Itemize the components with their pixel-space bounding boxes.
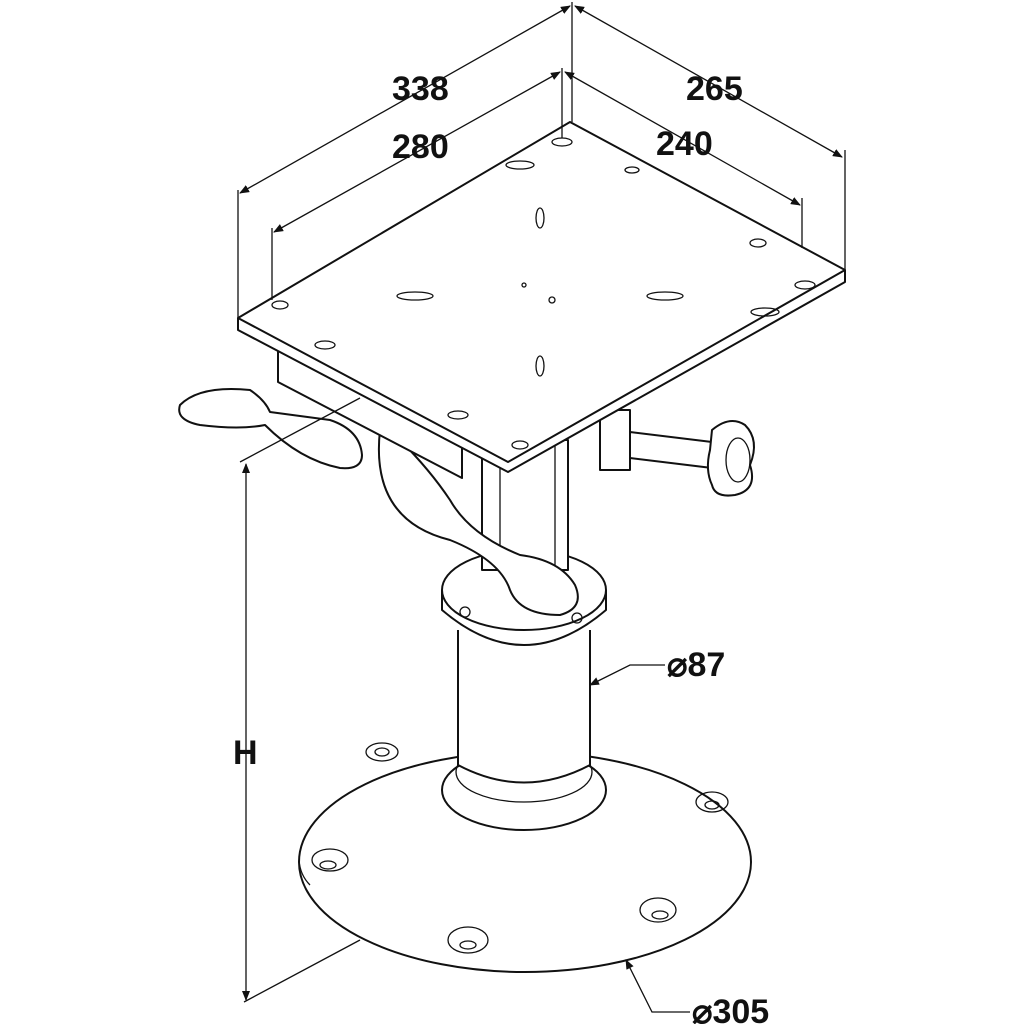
height-lever xyxy=(178,388,579,616)
dimension-265: 265 xyxy=(686,70,743,108)
dimension-column-diameter: ⌀87 xyxy=(667,646,726,684)
dimension-240: 240 xyxy=(656,125,713,163)
dimension-height: H xyxy=(233,734,258,772)
dimension-338: 338 xyxy=(392,70,449,108)
seat-plate xyxy=(237,121,846,479)
dimension-280: 280 xyxy=(392,128,449,166)
adjustment-knob xyxy=(599,409,755,497)
dimension-lines xyxy=(237,2,846,1013)
dimension-base-diameter: ⌀305 xyxy=(692,993,770,1024)
